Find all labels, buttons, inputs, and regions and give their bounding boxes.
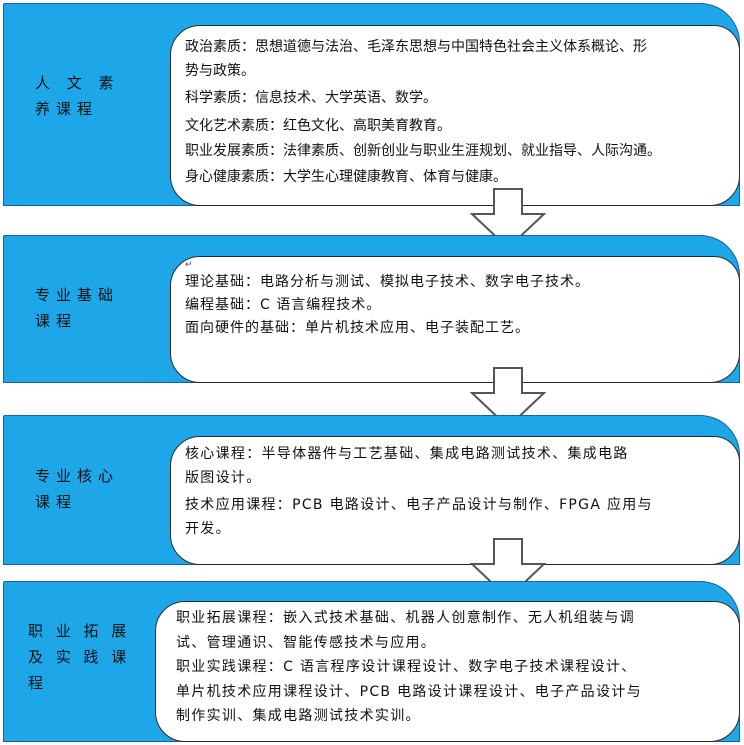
category-label: 职 业 拓 展 及 实 践 课 程 <box>3 571 163 742</box>
course-line: 职业发展素质：法律素质、创新创业与职业生涯规划、就业指导、人际沟通。 <box>185 143 661 159</box>
course-line: 理论基础：电路分析与测试、模拟电子技术、数字电子技术。 <box>185 274 590 290</box>
flow-block-career-practice: 职 业 拓 展 及 实 践 课 程 职业拓展课程：嵌入式技术基础、机器人创意制作… <box>3 581 740 742</box>
category-label: 专业核心课程 <box>3 413 163 565</box>
course-line: 身心健康素质：大学生心理健康教育、体育与健康。 <box>185 168 507 185</box>
course-line: 制作实训、集成电路测试技术实训。 <box>176 708 421 724</box>
course-line: 政治素质：思想道德与法治、毛泽东思想与中国特色社会主义体系概论、形 <box>185 39 647 55</box>
category-label-text: 职 业 拓 展 及 实 践 课 程 <box>28 621 131 692</box>
course-line: 试、管理通识、智能传感技术与应用。 <box>176 634 437 651</box>
flow-block-professional-basics: 专业基础课程 ↵ 理论基础：电路分析与测试、模拟电子技术、数字电子技术。 编程基… <box>3 235 740 383</box>
course-card: 核心课程：半导体器件与工艺基础、集成电路测试技术、集成电路 版图设计。 技术应用… <box>170 436 740 565</box>
course-line: 开发。 <box>185 520 231 537</box>
course-card: ↵ 理论基础：电路分析与测试、模拟电子技术、数字电子技术。 编程基础：C 语言编… <box>170 256 740 383</box>
course-line: 科学素质：信息技术、大学英语、数学。 <box>185 90 437 106</box>
course-line: 文化艺术素质：红色文化、高职美育教育。 <box>185 117 451 134</box>
down-arrow-icon <box>470 367 546 429</box>
return-mark: ↵ <box>185 260 194 270</box>
category-label-text: 专业基础课程 <box>35 286 120 330</box>
course-line: 职业拓展课程：嵌入式技术基础、机器人创意制作、无人机组装与调 <box>176 610 635 626</box>
category-label-text: 人 文 素 养课程 <box>35 73 120 118</box>
flow-block-professional-core: 专业核心课程 核心课程：半导体器件与工艺基础、集成电路测试技术、集成电路 版图设… <box>3 415 740 565</box>
course-line: 版图设计。 <box>185 469 262 486</box>
course-line: 技术应用课程：PCB 电路设计、电子产品设计与制作、FPGA 应用与 <box>185 497 653 513</box>
course-line: 势与政策。 <box>185 62 255 79</box>
course-card: 政治素质：思想道德与法治、毛泽东思想与中国特色社会主义体系概论、形 势与政策。 … <box>170 25 740 206</box>
course-line: 面向硬件的基础：单片机技术应用、电子装配工艺。 <box>185 320 530 336</box>
category-label-text: 专业核心课程 <box>35 467 120 511</box>
course-line: 核心课程：半导体器件与工艺基础、集成电路测试技术、集成电路 <box>185 446 629 462</box>
course-line: 职业实践课程：C 语言程序设计课程设计、数字电子技术课程设计、 <box>176 659 637 675</box>
course-line: 编程基础：C 语言编程技术。 <box>185 297 382 313</box>
down-arrow-icon <box>470 188 546 250</box>
category-label: 专业基础课程 <box>3 233 163 383</box>
category-label: 人 文 素 养课程 <box>3 0 163 206</box>
course-line: 单片机技术应用课程设计、PCB 电路设计课程设计、电子产品设计与 <box>176 683 642 700</box>
course-card: 职业拓展课程：嵌入式技术基础、机器人创意制作、无人机组装与调 试、管理通识、智能… <box>155 601 740 742</box>
flow-block-humanities: 人 文 素 养课程 政治素质：思想道德与法治、毛泽东思想与中国特色社会主义体系概… <box>3 3 740 206</box>
